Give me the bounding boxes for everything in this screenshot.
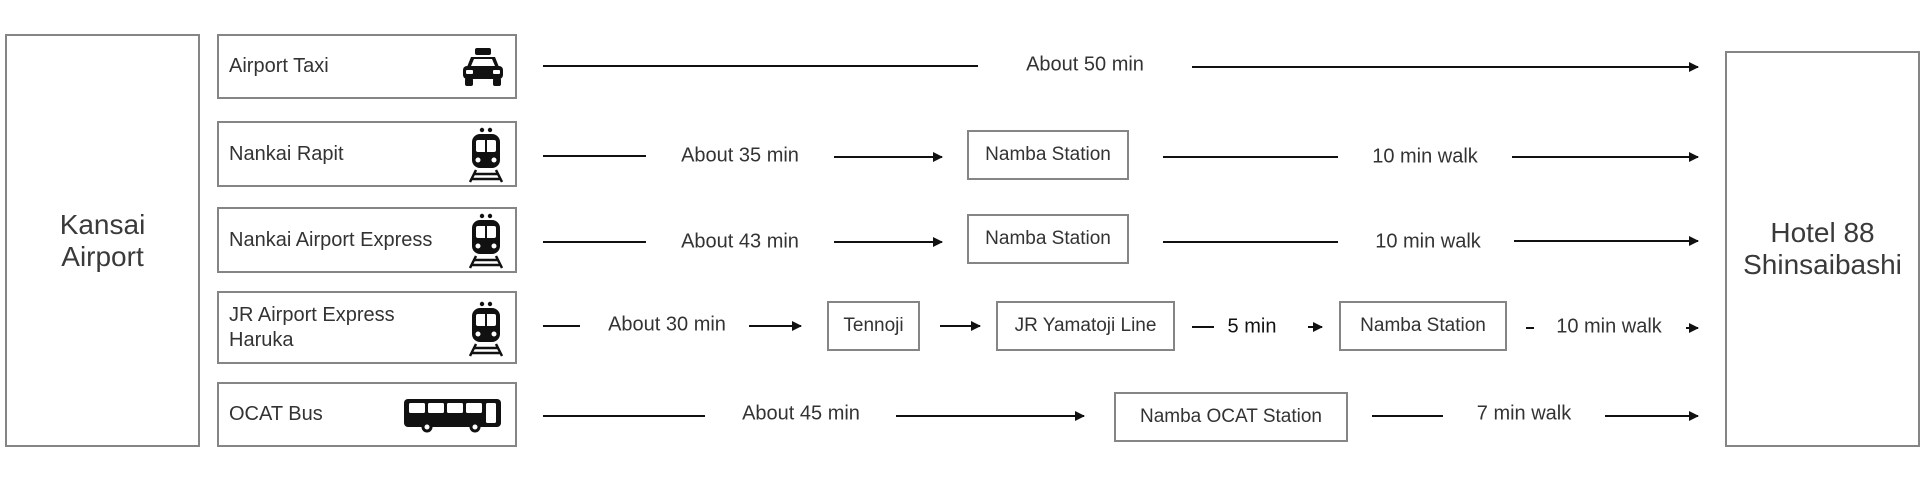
- segment-label: 10 min walk: [1556, 315, 1662, 338]
- segment-label: 10 min walk: [1375, 230, 1481, 253]
- mode-box-ocat-bus: OCAT Bus: [217, 382, 517, 447]
- mode-label: JR Airport Express Haruka: [229, 303, 395, 351]
- station-label: Namba OCAT Station: [1140, 406, 1322, 427]
- station-namba-station: Namba Station: [967, 214, 1129, 264]
- train-icon: [468, 301, 504, 357]
- station-label: Namba Station: [985, 228, 1111, 249]
- segment-label: About 35 min: [681, 144, 799, 167]
- station-label: Tennoji: [843, 315, 904, 336]
- segment-label: 5 min: [1227, 315, 1277, 338]
- mode-box-airport-taxi: Airport Taxi: [217, 34, 517, 99]
- bus-icon: [404, 399, 501, 433]
- station-tennoji: Tennoji: [827, 301, 920, 351]
- mode-box-jr-haruka: JR Airport Express Haruka: [217, 291, 517, 364]
- train-icon: [468, 127, 504, 183]
- origin-label: Kansai Airport: [59, 208, 146, 272]
- segment-label: About 30 min: [608, 313, 726, 336]
- mode-box-nankai-rapit: Nankai Rapit: [217, 121, 517, 187]
- train-icon: [468, 213, 504, 269]
- station-namba-ocat-station: Namba OCAT Station: [1114, 392, 1348, 442]
- origin-box: Kansai Airport: [5, 34, 200, 447]
- segment-label: 10 min walk: [1372, 145, 1478, 168]
- mode-label: Airport Taxi: [229, 55, 329, 77]
- station-namba-station: Namba Station: [1339, 301, 1507, 351]
- segment-label: About 50 min: [1026, 53, 1144, 76]
- taxi-icon: [463, 48, 503, 86]
- destination-box: Hotel 88 Shinsaibashi: [1725, 51, 1920, 447]
- mode-box-nankai-airport-express: Nankai Airport Express: [217, 207, 517, 273]
- station-jr-yamatoji-line: JR Yamatoji Line: [996, 301, 1175, 351]
- mode-label: Nankai Airport Express: [229, 228, 433, 251]
- station-namba-station: Namba Station: [967, 130, 1129, 180]
- station-label: JR Yamatoji Line: [1014, 315, 1157, 336]
- station-label: Namba Station: [985, 144, 1111, 165]
- segment-label: About 45 min: [742, 402, 860, 425]
- segment-label: About 43 min: [681, 230, 799, 253]
- mode-label: Nankai Rapit: [229, 142, 344, 165]
- destination-label: Hotel 88 Shinsaibashi: [1743, 217, 1902, 280]
- mode-label: OCAT Bus: [229, 403, 323, 425]
- segment-label: 7 min walk: [1476, 402, 1572, 425]
- station-label: Namba Station: [1360, 315, 1486, 336]
